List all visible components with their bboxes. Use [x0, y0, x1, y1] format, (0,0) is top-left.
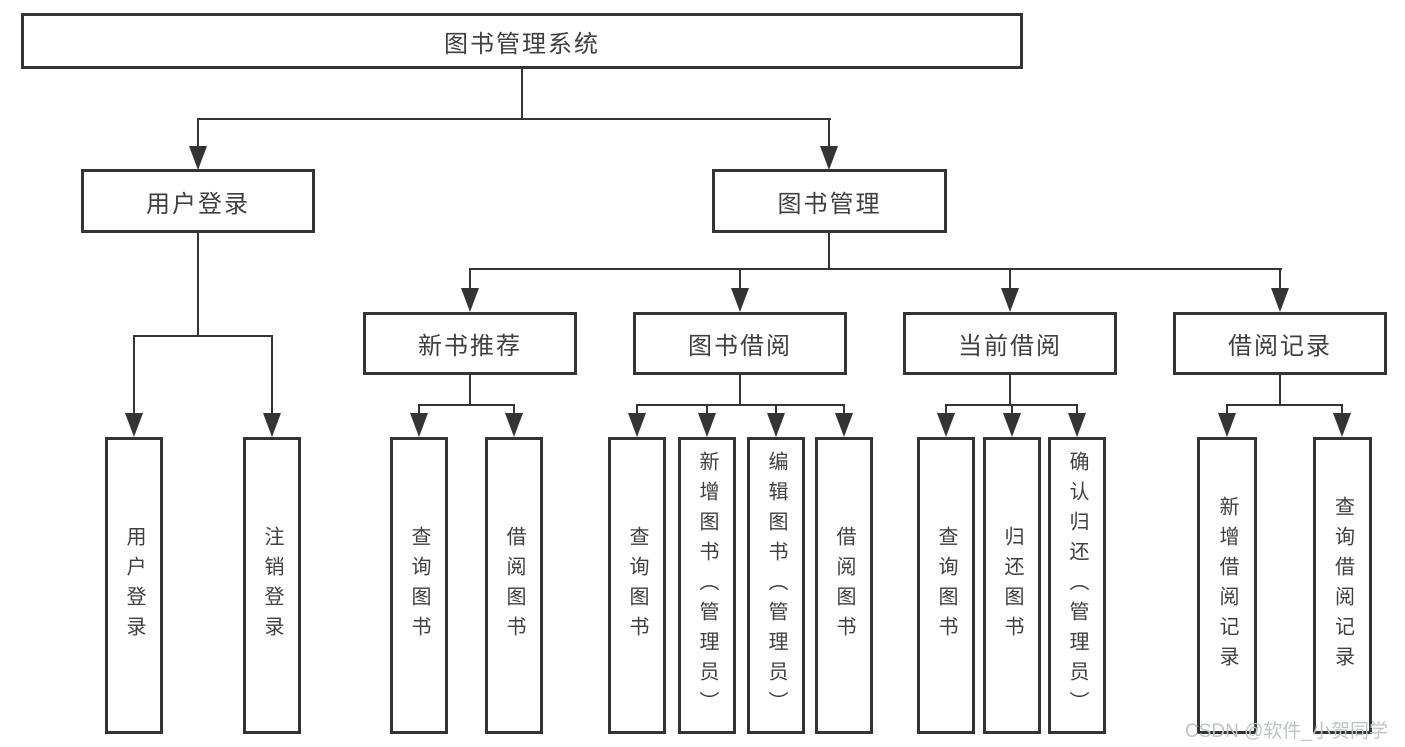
arrowhead	[1003, 413, 1021, 437]
arrowhead	[767, 413, 785, 437]
leaf-logout-label: 注销登录	[261, 525, 283, 646]
connector-line	[271, 335, 273, 415]
leaf-bb-edit-books-admin: 编辑图书（管理员）	[747, 437, 805, 734]
connector-line	[197, 118, 831, 120]
leaf-br-query-record-label: 查询借阅记录	[1331, 495, 1354, 676]
arrowhead	[461, 288, 479, 312]
arrowhead	[505, 413, 523, 437]
leaf-cb-confirm-return-admin-label: 确认归还（管理员）	[1066, 450, 1088, 721]
connector-line	[945, 404, 947, 415]
arrowhead	[189, 146, 207, 170]
arrowhead	[731, 288, 749, 312]
connector-line	[133, 335, 135, 415]
node-current-borrow: 当前借阅	[903, 312, 1117, 375]
leaf-logout: 注销登录	[243, 437, 301, 734]
leaf-bb-edit-books-admin-label: 编辑图书（管理员）	[765, 450, 787, 721]
connector-line	[1009, 375, 1011, 406]
leaf-br-query-record: 查询借阅记录	[1313, 437, 1372, 734]
node-root: 图书管理系统	[21, 13, 1023, 69]
leaf-bb-query-books-label: 查询图书	[626, 525, 648, 646]
node-current-borrow-label: 当前借阅	[958, 333, 1062, 360]
connector-line	[739, 268, 741, 290]
node-user-login-label: 用户登录	[146, 190, 250, 218]
node-new-book-recommend-label: 新书推荐	[418, 333, 522, 360]
node-borrow-records: 借阅记录	[1173, 312, 1387, 375]
connector-line	[513, 404, 515, 415]
connector-line	[1076, 404, 1078, 415]
connector-line	[197, 233, 199, 336]
arrowhead	[1068, 413, 1086, 437]
connector-line	[521, 69, 523, 119]
connector-line	[843, 404, 845, 415]
arrowhead	[698, 413, 716, 437]
arrowhead	[820, 146, 838, 170]
leaf-bb-add-books-admin: 新增图书（管理员）	[678, 437, 736, 734]
connector-line	[469, 375, 471, 406]
leaf-bb-borrow-books: 借阅图书	[815, 437, 873, 734]
arrowhead	[1271, 288, 1289, 312]
connector-line	[1009, 268, 1011, 290]
connector-line	[1341, 404, 1343, 415]
leaf-user-login: 用户登录	[105, 437, 163, 734]
leaf-nb-borrow-books: 借阅图书	[485, 437, 543, 734]
watermark: CSDN @软件_小贺同学	[1185, 721, 1388, 742]
connector-line	[706, 404, 708, 415]
connector-line	[1226, 404, 1228, 415]
node-book-management-label: 图书管理	[777, 190, 882, 218]
leaf-cb-return-books: 归还图书	[983, 437, 1041, 734]
node-borrow-records-label: 借阅记录	[1228, 333, 1332, 360]
leaf-cb-confirm-return-admin: 确认归还（管理员）	[1048, 437, 1106, 734]
leaf-nb-borrow-books-label: 借阅图书	[503, 525, 525, 646]
leaf-br-add-record-label: 新增借阅记录	[1216, 495, 1238, 676]
connector-line	[775, 404, 777, 415]
leaf-user-login-label: 用户登录	[123, 525, 145, 646]
arrowhead	[628, 413, 646, 437]
arrowhead	[410, 413, 428, 437]
connector-line	[739, 375, 741, 406]
connector-line	[828, 233, 830, 270]
connector-line	[1011, 404, 1013, 415]
connector-line	[418, 404, 420, 415]
connector-line	[418, 404, 515, 406]
connector-line	[636, 404, 844, 406]
connector-line	[133, 335, 273, 337]
node-book-borrow: 图书借阅	[633, 312, 847, 375]
node-root-label: 图书管理系统	[444, 30, 600, 58]
node-user-login: 用户登录	[81, 169, 315, 233]
node-new-book-recommend: 新书推荐	[363, 312, 577, 375]
connector-line	[1279, 268, 1281, 290]
leaf-cb-query-books: 查询图书	[917, 437, 975, 734]
connector-line	[469, 268, 1282, 270]
connector-line	[1226, 404, 1343, 406]
arrowhead	[1001, 288, 1019, 312]
arrowhead	[125, 413, 143, 437]
leaf-bb-borrow-books-label: 借阅图书	[833, 525, 855, 646]
node-book-borrow-label: 图书借阅	[688, 333, 792, 360]
leaf-bb-query-books: 查询图书	[608, 437, 666, 734]
connector-line	[469, 268, 471, 290]
arrowhead	[835, 413, 853, 437]
arrowhead	[1218, 413, 1236, 437]
connector-line	[636, 404, 638, 415]
node-book-management: 图书管理	[712, 169, 947, 233]
arrowhead	[937, 413, 955, 437]
connector-line	[1279, 375, 1281, 406]
leaf-nb-query-books-label: 查询图书	[408, 525, 430, 646]
connector-line	[197, 118, 199, 148]
arrowhead	[1333, 413, 1351, 437]
connector-line	[828, 118, 830, 148]
leaf-nb-query-books: 查询图书	[390, 437, 448, 734]
leaf-cb-query-books-label: 查询图书	[935, 525, 957, 646]
leaf-br-add-record: 新增借阅记录	[1197, 437, 1257, 734]
leaf-bb-add-books-admin-label: 新增图书（管理员）	[696, 450, 718, 721]
arrowhead	[263, 413, 281, 437]
leaf-cb-return-books-label: 归还图书	[1001, 525, 1023, 646]
